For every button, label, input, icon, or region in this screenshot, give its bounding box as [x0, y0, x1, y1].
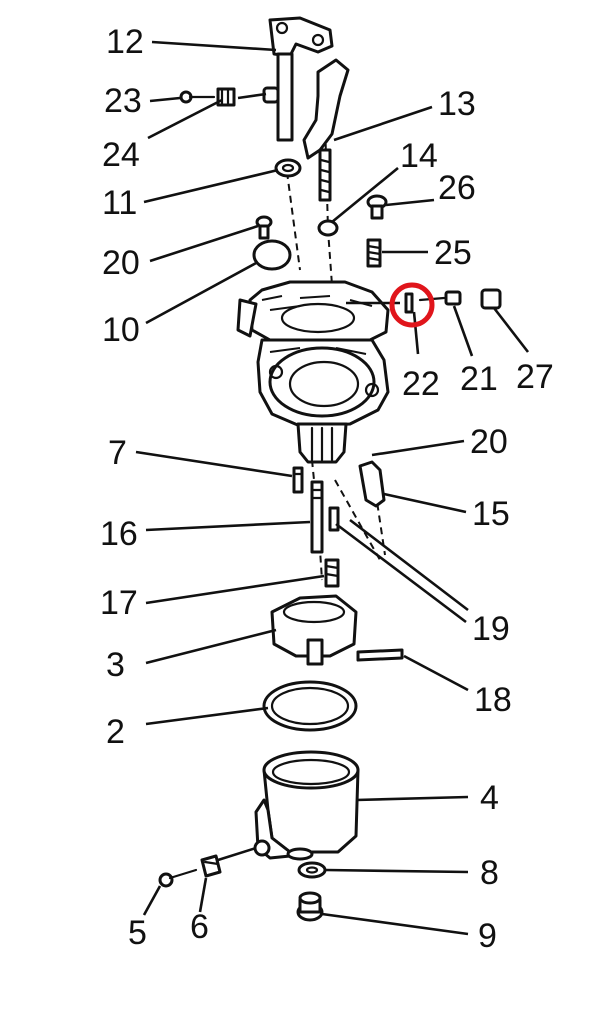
callout-7: 7	[108, 434, 127, 472]
part-4-float-bowl	[253, 750, 360, 861]
part-3-float	[270, 594, 358, 666]
callout-11: 11	[102, 184, 137, 222]
part-16-nozzle	[310, 480, 324, 554]
part-2-gasket	[262, 680, 358, 732]
callout-8: 8	[480, 854, 499, 892]
callout-12: 12	[106, 23, 144, 61]
part-15-clip	[358, 460, 386, 508]
part-19-pin	[328, 506, 340, 532]
part-23-screw	[179, 90, 216, 104]
part-8-washer	[297, 861, 327, 879]
callout-13: 13	[438, 85, 476, 123]
part-17-main-jet	[324, 558, 340, 588]
callout-22: 22	[402, 365, 440, 403]
callout-16: 16	[100, 515, 138, 553]
part-25-spring-screw	[366, 238, 382, 268]
callout-24: 24	[102, 136, 140, 174]
callout-19: 19	[472, 610, 510, 648]
callout-20-lower: 20	[470, 423, 508, 461]
callout-27: 27	[516, 358, 554, 396]
part-10-washer	[252, 239, 292, 271]
part-22-highlight-circle	[389, 282, 435, 328]
leader-lines	[135, 40, 530, 936]
callout-5: 5	[128, 914, 147, 952]
part-26-screw	[366, 194, 388, 220]
callout-26: 26	[438, 169, 476, 207]
part-12-throttle-lever	[268, 16, 334, 142]
part-20-upper-screw	[255, 215, 273, 240]
callout-2: 2	[106, 713, 125, 751]
part-6-spring	[200, 854, 222, 878]
callout-10: 10	[102, 311, 140, 349]
callout-9: 9	[478, 917, 497, 955]
part-7-jet	[292, 466, 304, 494]
callout-6: 6	[190, 908, 209, 946]
part-14-choke-seal	[317, 219, 339, 237]
callout-labels: 12 23 24 13 14 26 11 20 25 10 22 21 27 7…	[100, 23, 554, 955]
callout-18: 18	[474, 681, 512, 719]
callout-21: 21	[460, 360, 498, 398]
callout-14: 14	[400, 137, 438, 175]
part-27-cap	[480, 288, 502, 310]
carburetor-body	[236, 280, 390, 464]
part-22-pin	[404, 292, 414, 314]
callout-23: 23	[104, 82, 142, 120]
part-5-screw	[158, 868, 198, 888]
part-11-shaft-seal	[274, 158, 302, 178]
callout-4: 4	[480, 779, 499, 817]
callout-3: 3	[106, 646, 125, 684]
part-13-choke-lever	[302, 58, 350, 202]
callout-17: 17	[100, 584, 138, 622]
part-18-float-pin	[356, 648, 404, 662]
callout-15: 15	[472, 495, 510, 533]
callout-25: 25	[434, 234, 472, 272]
callout-20-upper: 20	[102, 244, 140, 282]
part-9-bolt	[296, 891, 324, 922]
